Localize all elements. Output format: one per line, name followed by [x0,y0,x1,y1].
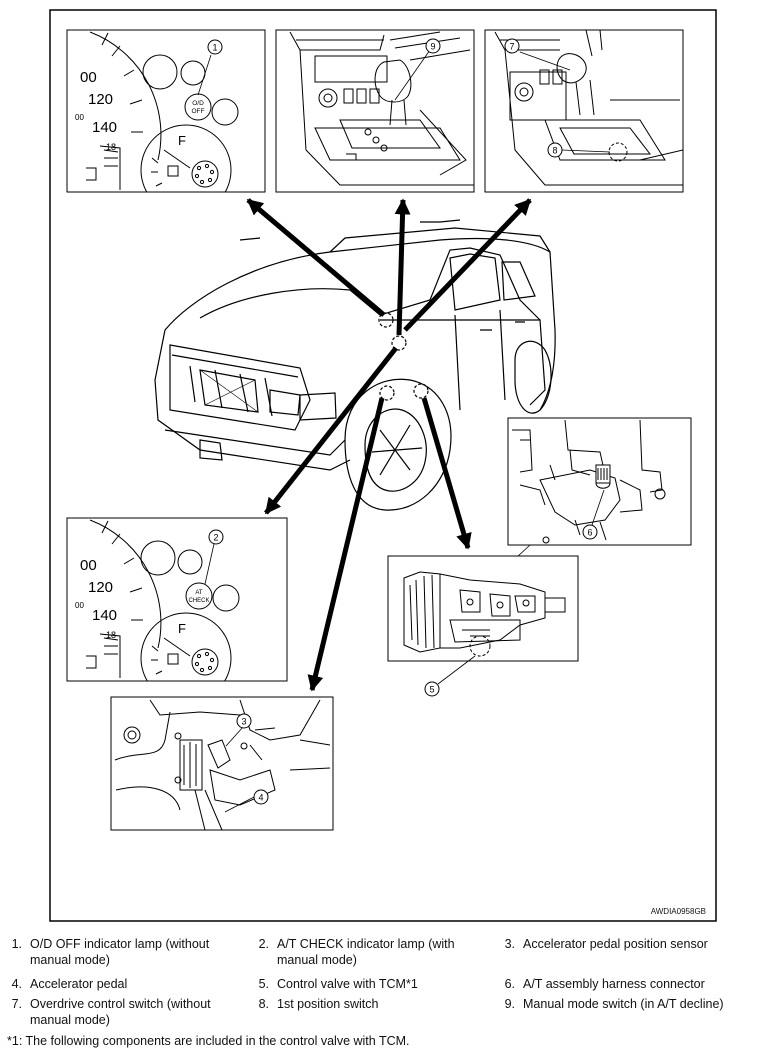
callout-1: 1 [212,43,217,53]
legend-text: Manual mode switch (in A/T decline) [523,997,724,1011]
panel-manual-mode-switch: 9 [275,29,475,193]
legend-num: 2. [258,937,269,951]
at-check-label-line2: CHECK [188,598,209,604]
legend-text: Control valve with TCM*1 [277,977,418,991]
gauge2-small-00: 00 [75,601,84,610]
harness-connector [595,464,611,489]
od-off-lamp [184,93,212,121]
od-off-label-line1: O/D [192,100,204,107]
panel-transmission: 5 [387,555,579,697]
gauge2-140: 140 [92,607,117,624]
legend-num: 9. [504,997,515,1011]
at-check-label-line1: AT [195,590,203,596]
figure-frame [49,9,717,922]
legend-num: 7. [11,997,22,1011]
gauge2-00: 00 [80,557,97,574]
legend-num: 6. [504,977,515,991]
panel-accelerator-pedal: 3 4 [110,696,334,831]
callout-4: 4 [258,793,263,803]
control-valve-marker [469,635,491,657]
callout-7: 7 [509,42,514,52]
vehicle-illustration [154,219,556,511]
gauge-120: 120 [88,91,113,108]
panel-od-off-cluster: O/D OFF 00 120 00 140 18 F 1 [66,29,266,193]
figure-code: AWDIA0958GB [650,907,706,916]
component-location-diagram: O/D OFF 00 120 00 140 18 F 1 [49,9,717,922]
callout-3: 3 [241,717,246,727]
legend-text: A/T assembly harness connector [523,977,705,991]
legend-text: Overdrive control switch (without manual… [30,997,211,1027]
callout-6: 6 [587,528,592,538]
legend-text: Accelerator pedal position sensor [523,937,708,951]
od-off-label-line2: OFF [192,108,205,115]
gauge2-f: F [178,621,186,636]
first-position-switch-marker [608,142,628,162]
panel-harness-connector: 6 [489,417,692,583]
gauge-18: 18 [106,142,116,152]
gauge2-18: 18 [106,630,116,640]
vehicle-component-markers [378,312,429,401]
gauge-small-00: 00 [75,113,84,122]
footnote: *1: The following components are include… [7,1034,410,1048]
at-check-lamp [185,582,213,610]
gauge-00: 00 [80,69,97,86]
gauge2-120: 120 [88,579,113,596]
legend-text: A/T CHECK indicator lamp (with manual mo… [277,937,455,967]
legend-text: Accelerator pedal [30,977,128,991]
legend-text: 1st position switch [277,997,379,1011]
legend-num: 4. [11,977,22,991]
legend-num: 1. [11,937,22,951]
legend-num: 3. [504,937,515,951]
legend-text: O/D OFF indicator lamp (without manual m… [30,937,210,967]
gauge-140: 140 [92,119,117,136]
legend-num: 8. [258,997,269,1011]
callout-9: 9 [430,42,435,52]
callout-5: 5 [429,685,434,695]
panel-at-check-cluster: AT CHECK 00 120 00 140 18 F 2 [66,517,288,682]
callout-2: 2 [213,533,218,543]
location-arrows [246,198,532,692]
panel-overdrive-switch: 7 8 [484,29,684,193]
gauge-f: F [178,133,186,148]
callout-8: 8 [552,146,557,156]
legend-num: 5. [258,977,269,991]
